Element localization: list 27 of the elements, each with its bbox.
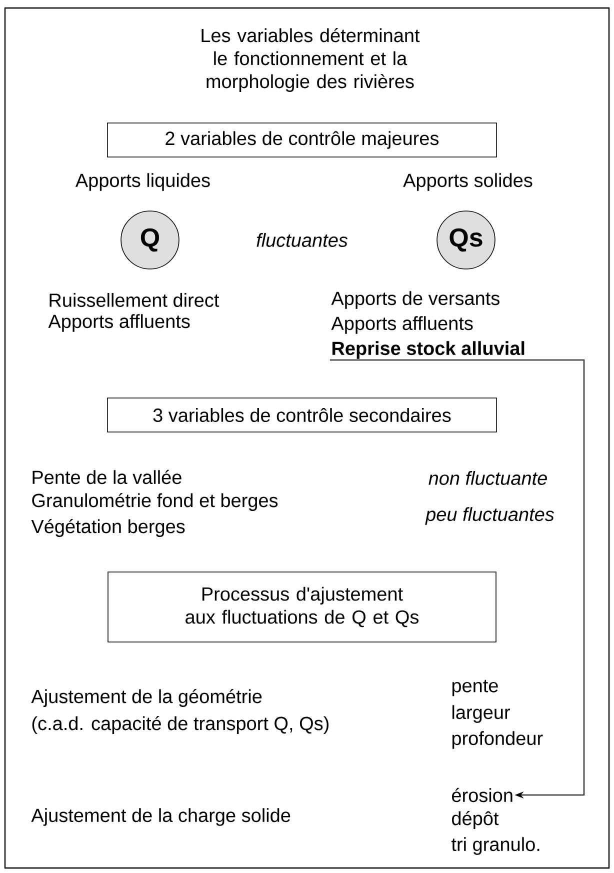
- heading-box: 2 variables de contrôle majeures: [107, 122, 497, 158]
- title: Les variables déterminant le fonctionnement et la morphologie des rivières: [202, 28, 420, 92]
- list-item: (c.a.d. capacité de transport Q, Qs): [32, 716, 328, 734]
- list-item: Ajustement de la géométrie: [31, 689, 262, 707]
- bold-text: Reprise stock alluvial: [332, 341, 524, 359]
- list-item: Végétation berges: [31, 519, 185, 537]
- list-item: Apports liquides: [75, 173, 210, 191]
- status-label: fluctuantes: [256, 233, 348, 247]
- list-item: Apports affluents: [48, 314, 190, 332]
- status-label: peu fluctuantes: [425, 507, 554, 525]
- arrow: [330, 360, 584, 799]
- list-item: largeur: [452, 705, 510, 723]
- list-item: pente: [452, 680, 498, 696]
- list-item: dépôt: [452, 811, 499, 829]
- status-label: non fluctuante: [428, 471, 547, 485]
- list-item: érosion: [452, 788, 512, 802]
- list-item: Granulométrie fond et berges: [32, 493, 278, 511]
- list-item: Apports solides: [403, 173, 532, 191]
- list-item: Ajustement de la charge solide: [31, 808, 290, 826]
- list-item: Ruissellement direct: [50, 293, 220, 307]
- list-item: Pente de la vallée: [32, 470, 182, 484]
- heading-box: 3 variables de contrôle secondaires: [107, 398, 497, 432]
- list-item: Apports de versants: [331, 291, 500, 309]
- list-item: profondeur: [452, 731, 543, 749]
- list-item: tri granulo.: [451, 837, 540, 855]
- list-item: Apports affluents: [331, 316, 473, 334]
- heading-box: Processus d'ajustement aux fluctuations de Q et Qs: [108, 572, 496, 642]
